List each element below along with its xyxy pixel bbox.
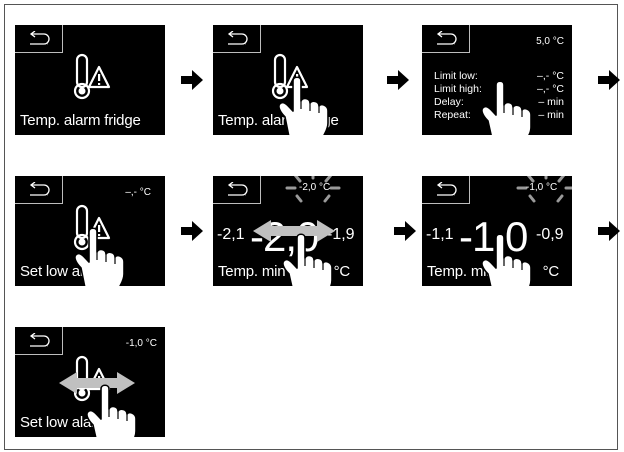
next-step-arrow-icon (598, 221, 620, 241)
value-prev: -1,1 (426, 226, 454, 243)
screen-temp-min-adjust[interactable]: -2,1 -2,0 -1,9 Temp. min °C -2,0 °C (213, 176, 363, 286)
swipe-left-right-icon (59, 372, 135, 394)
current-temperature: -1,0 °C (526, 182, 558, 193)
next-step-arrow-icon (394, 221, 416, 241)
next-step-arrow-icon (387, 70, 409, 90)
back-arrow-icon (227, 31, 248, 45)
next-step-arrow-icon (181, 221, 203, 241)
blinking-rays-icon (285, 176, 341, 203)
swipe-left-right-icon (253, 220, 335, 242)
delay-value: – min (538, 96, 564, 108)
finger-tap-icon (86, 384, 137, 437)
back-arrow-icon (29, 333, 50, 347)
screen-set-low-alarm-result[interactable]: -1,0 °C Set low alarm (15, 327, 165, 437)
back-arrow-icon (29, 182, 50, 196)
screen-temp-min-confirm[interactable]: -1,1 -1,0 -0,9 Temp. min °C -1,0 °C (422, 176, 572, 286)
value-selected: -1,0 (459, 213, 528, 260)
limit-high-row[interactable]: Limit high: (434, 84, 482, 95)
back-arrow-icon (227, 182, 248, 196)
finger-tap-icon (282, 233, 333, 286)
repeat-value: – min (538, 109, 564, 121)
back-button[interactable] (15, 327, 63, 355)
screen-set-low-alarm[interactable]: –,- °C Set low alarm (15, 176, 165, 286)
unit-label: °C (333, 263, 351, 280)
screen-label: Set low alarm (20, 414, 109, 431)
finger-tap-icon (481, 80, 532, 135)
screen-temp-alarm-fridge: Temp. alarm fridge (15, 25, 165, 135)
limit-high-value: –,- °C (537, 83, 564, 95)
back-button[interactable] (422, 25, 470, 53)
limit-low-row[interactable]: Limit low: (434, 71, 478, 82)
finger-tap-icon (481, 233, 532, 286)
screen-label: Temp. alarm fridge (20, 112, 141, 129)
current-temperature: -2,0 °C (299, 182, 331, 193)
screen-alarm-settings-list: 5,0 °C Limit low: –,- °C Limit high: –,-… (422, 25, 572, 135)
current-temperature: –,- °C (125, 187, 151, 198)
thermometer-alarm-icon (73, 53, 111, 100)
back-button[interactable] (15, 25, 63, 53)
value-next: -0,9 (536, 226, 564, 243)
back-button[interactable] (213, 25, 261, 53)
screen-label: Temp. min (427, 263, 495, 280)
row-label: Repeat: (434, 109, 471, 121)
diagram-frame (4, 4, 618, 450)
row-label: Limit high: (434, 83, 482, 95)
screen-temp-alarm-fridge-tap[interactable]: Temp. alarm fridge (213, 25, 363, 135)
blinking-rays-icon (516, 176, 572, 203)
back-button[interactable] (15, 176, 63, 204)
finger-tap-icon (74, 227, 125, 286)
current-temperature: -1,0 °C (125, 338, 157, 349)
next-step-arrow-icon (181, 70, 203, 90)
row-label: Delay: (434, 96, 464, 108)
back-arrow-icon (436, 31, 457, 45)
value-prev: -2,1 (217, 226, 245, 243)
back-button[interactable] (422, 176, 470, 204)
repeat-row[interactable]: Repeat: (434, 110, 471, 121)
back-arrow-icon (436, 182, 457, 196)
limit-low-value: –,- °C (537, 70, 564, 82)
back-arrow-icon (29, 31, 50, 45)
value-selected: -2,0 (250, 213, 319, 260)
back-button[interactable] (213, 176, 261, 204)
screen-label: Temp. min (218, 263, 286, 280)
unit-label: °C (542, 263, 560, 280)
next-step-arrow-icon (598, 70, 620, 90)
finger-tap-icon (278, 76, 329, 135)
delay-row[interactable]: Delay: (434, 97, 464, 108)
current-temperature: 5,0 °C (536, 36, 564, 47)
row-label: Limit low: (434, 70, 478, 82)
